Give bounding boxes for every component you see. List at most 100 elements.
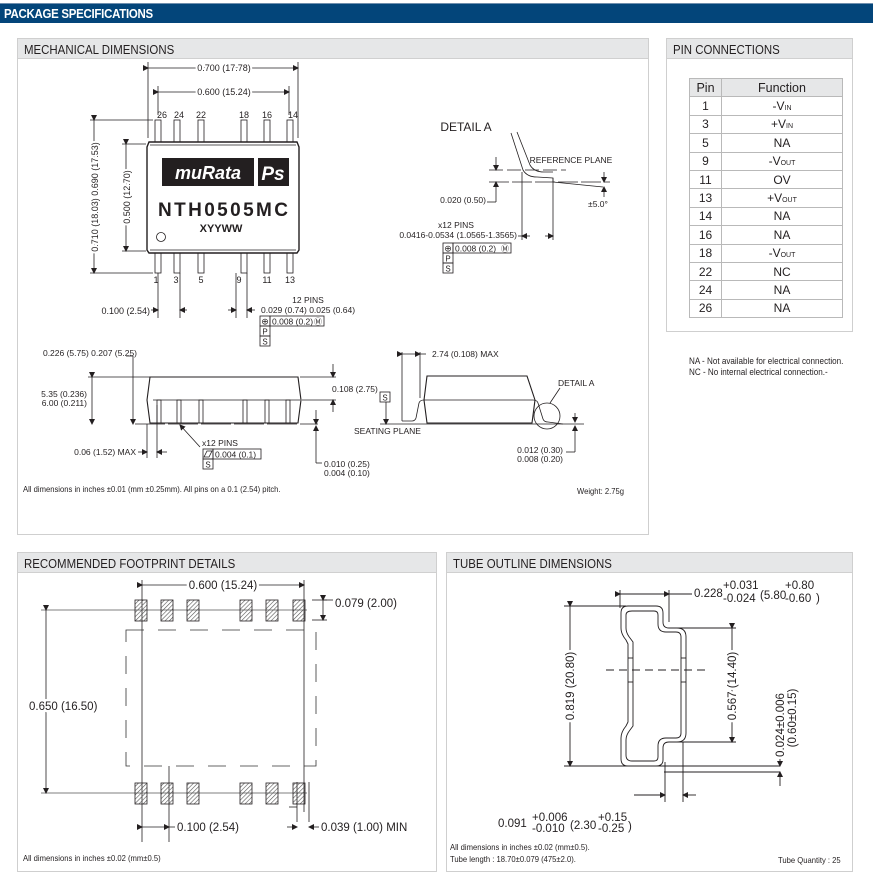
pin-number: 18 bbox=[689, 243, 722, 263]
svg-text:): ) bbox=[816, 593, 820, 605]
svg-text:5.35 (0.236): 5.35 (0.236) bbox=[41, 389, 87, 399]
pin1-indicator bbox=[156, 232, 166, 242]
mechanical-footnote: All dimensions in inches ±0.01 (mm ±0.25… bbox=[23, 484, 281, 494]
svg-text:-0.024: -0.024 bbox=[723, 593, 756, 605]
svg-text:x12 PINS: x12 PINS bbox=[438, 220, 474, 230]
svg-text:0.008 (0.2): 0.008 (0.2) bbox=[272, 317, 313, 327]
tube-footnote-length: Tube length : 18.70±0.079 (475±2.0). bbox=[450, 854, 576, 864]
pin-number: 13 bbox=[689, 188, 722, 208]
note-na: NA - Not available for electrical connec… bbox=[689, 356, 844, 366]
svg-text:0.108 (2.75): 0.108 (2.75) bbox=[332, 384, 378, 394]
svg-text:muRata: muRata bbox=[175, 163, 241, 183]
dim-pad-height: 0.079 (2.00) bbox=[335, 598, 397, 610]
mechanical-drawing: muRata Ps NTH0505MC XYYWW 0.700 (17.78) … bbox=[41, 61, 612, 478]
svg-text:P: P bbox=[262, 328, 267, 337]
svg-text:9: 9 bbox=[236, 275, 241, 285]
part-number: NTH0505MC bbox=[158, 200, 288, 221]
footprint-panel: RECOMMENDED FOOTPRINT DETAILS bbox=[17, 552, 437, 872]
footprint-pad bbox=[186, 599, 200, 622]
pin-number: 24 bbox=[689, 280, 722, 300]
pin-number: 16 bbox=[689, 225, 722, 245]
svg-text:Ps: Ps bbox=[261, 164, 284, 185]
svg-text:S: S bbox=[445, 265, 450, 274]
footprint-pad bbox=[134, 599, 148, 622]
mmc-icon: Ⓜ bbox=[501, 245, 509, 254]
dim-tube-inner: 0.567 (14.40) bbox=[727, 652, 739, 721]
svg-text:+0.80: +0.80 bbox=[785, 580, 814, 592]
svg-text:26: 26 bbox=[157, 110, 167, 120]
svg-text:+0.15: +0.15 bbox=[598, 812, 627, 824]
pin-number: 22 bbox=[689, 261, 722, 282]
table-row: 3+VIN bbox=[689, 114, 843, 135]
dim-width-overall: 0.700 (17.78) bbox=[197, 63, 251, 73]
svg-text:12 PINS: 12 PINS bbox=[292, 295, 324, 305]
page-title: PACKAGE SPECIFICATIONS bbox=[4, 6, 153, 21]
dim-wall-mm: (0.60±0.15) bbox=[787, 688, 799, 747]
svg-text:22: 22 bbox=[196, 110, 206, 120]
dim-wall-inch: 0.024±0.006 bbox=[775, 693, 787, 757]
panel-title: MECHANICAL DIMENSIONS bbox=[18, 39, 648, 59]
pin-number: 3 bbox=[689, 114, 722, 135]
svg-text:0.226 (5.75) 0.207 (5.25): 0.226 (5.75) 0.207 (5.25) bbox=[43, 348, 137, 358]
svg-text:): ) bbox=[628, 821, 632, 833]
svg-text:0.0416-0.0534 (1.0565-1.3565): 0.0416-0.0534 (1.0565-1.3565) bbox=[399, 230, 517, 240]
side-view-drawing bbox=[88, 355, 336, 470]
svg-text:0.020 (0.50): 0.020 (0.50) bbox=[440, 195, 486, 205]
svg-text:18: 18 bbox=[239, 110, 249, 120]
mechanical-dimensions-panel: MECHANICAL DIMENSIONS bbox=[17, 38, 649, 535]
footprint-pad bbox=[186, 782, 200, 805]
svg-text:S: S bbox=[262, 338, 267, 347]
table-row: 9-VOUT bbox=[689, 151, 843, 171]
svg-text:13: 13 bbox=[285, 275, 295, 285]
svg-text:24: 24 bbox=[174, 110, 184, 120]
svg-text:0.004 (0.1): 0.004 (0.1) bbox=[215, 450, 256, 460]
footprint-pad bbox=[292, 599, 306, 622]
footprint-pad bbox=[134, 782, 148, 805]
footprint-footnote: All dimensions in inches ±0.02 (mm±0.5) bbox=[23, 853, 161, 863]
svg-text:0.06 (1.52) MAX: 0.06 (1.52) MAX bbox=[74, 447, 136, 457]
footprint-pad bbox=[160, 782, 174, 805]
weight-label: Weight: 2.75g bbox=[577, 486, 625, 496]
svg-text:(2.30: (2.30 bbox=[570, 820, 596, 832]
svg-text:0.091: 0.091 bbox=[498, 818, 527, 830]
detail-a-drawing bbox=[442, 131, 610, 274]
pin-function: NA bbox=[721, 298, 843, 319]
column-header-function: Function bbox=[721, 77, 843, 98]
svg-text:2.74 (0.108) MAX: 2.74 (0.108) MAX bbox=[432, 349, 499, 359]
footprint-pad bbox=[265, 782, 279, 805]
dim-pin-width: 0.029 (0.74) 0.025 (0.64) bbox=[261, 305, 355, 315]
dim-pad-width: 0.039 (1.00) MIN bbox=[321, 822, 407, 834]
svg-text:3: 3 bbox=[173, 275, 178, 285]
svg-text:±5.0°: ±5.0° bbox=[588, 199, 608, 209]
column-header-pin: Pin bbox=[689, 77, 722, 98]
table-row: 18-VOUT bbox=[689, 243, 843, 263]
dim-pitch: 0.100 (2.54) bbox=[177, 822, 239, 834]
pin-function: OV bbox=[721, 169, 843, 190]
position-tolerance-icon: ⊕ bbox=[444, 244, 452, 254]
pin-function: +VOUT bbox=[721, 188, 843, 208]
svg-text:5: 5 bbox=[198, 275, 203, 285]
footprint-pad bbox=[160, 599, 174, 622]
panel-title: TUBE OUTLINE DIMENSIONS bbox=[447, 553, 852, 573]
top-pin-labels: 26 24 22 18 16 14 1 3 5 9 11 13 bbox=[153, 110, 298, 285]
pin-function: -VIN bbox=[721, 96, 843, 116]
pin-number: 26 bbox=[689, 298, 722, 319]
table-row: 13+VOUT bbox=[689, 188, 843, 208]
svg-text:0.228: 0.228 bbox=[694, 588, 723, 600]
svg-text:+0.006: +0.006 bbox=[532, 812, 568, 824]
footprint-pad bbox=[239, 599, 253, 622]
svg-text:(5.80: (5.80 bbox=[760, 590, 786, 602]
dim-span: 0.600 (15.24) bbox=[189, 580, 258, 592]
dim-height-overall: 0.710 (18.03) 0.690 (17.53) bbox=[90, 142, 100, 252]
svg-text:11: 11 bbox=[262, 275, 271, 285]
brand-logo: muRata Ps bbox=[162, 158, 289, 186]
pin-number: 14 bbox=[689, 206, 722, 227]
